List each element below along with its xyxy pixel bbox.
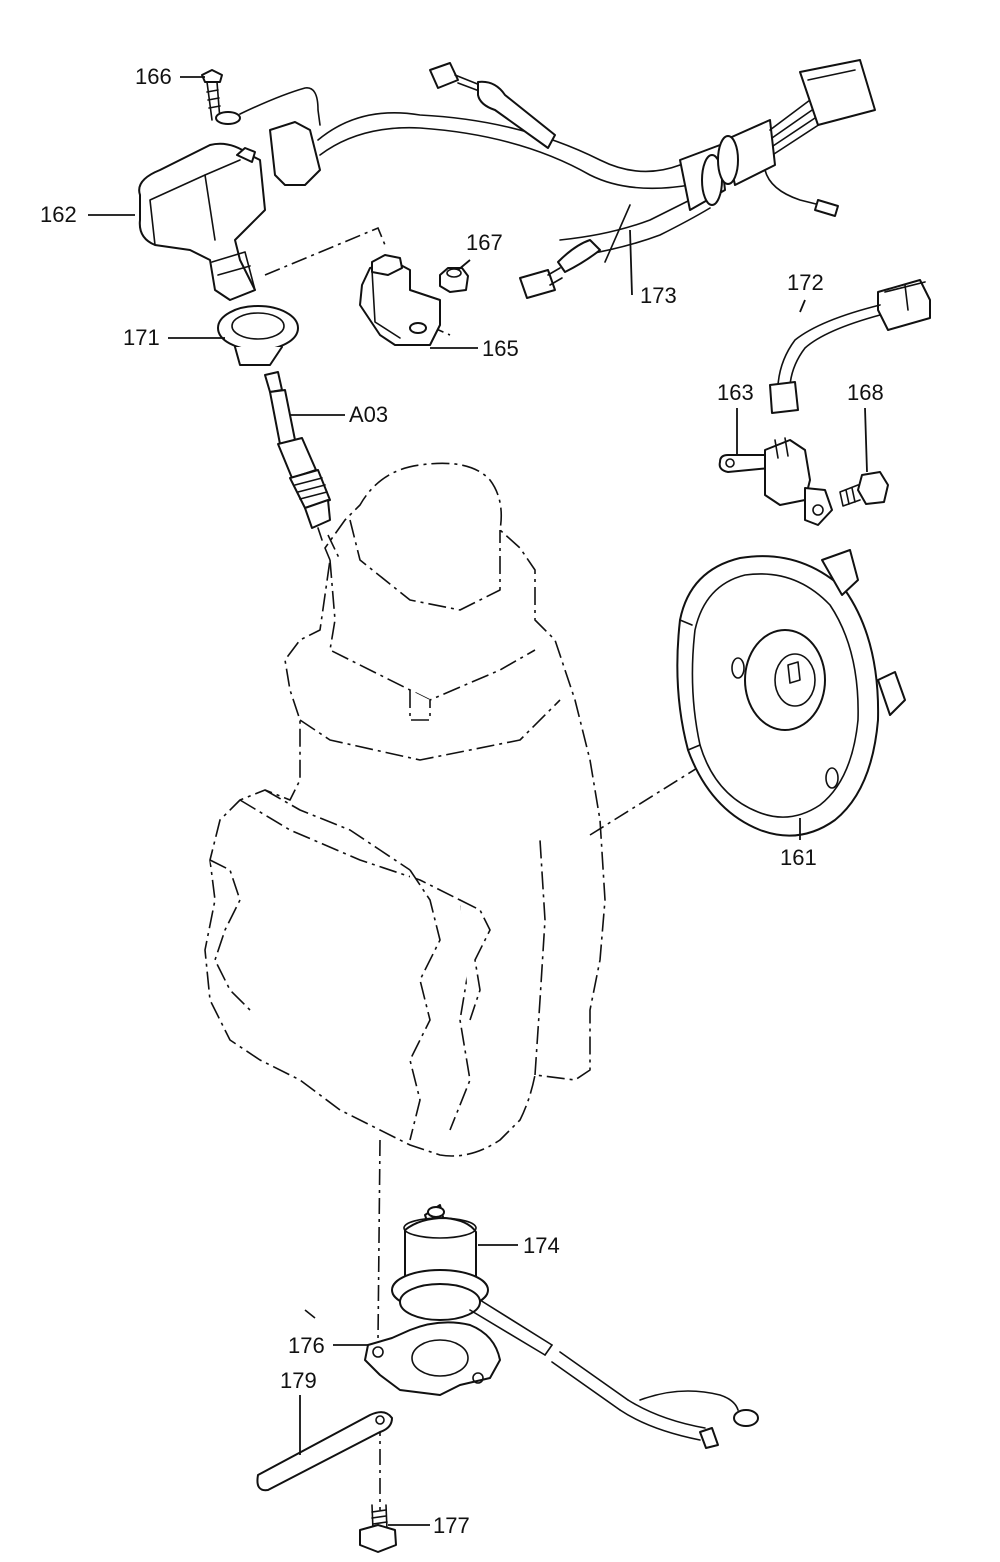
flywheel-161 (676, 549, 906, 837)
gasket-176 (364, 1321, 501, 1396)
nut-167 (439, 267, 469, 293)
sensor-163 (718, 437, 833, 526)
screw-168 (839, 471, 889, 507)
callout-173: 173 (640, 283, 677, 308)
callout-176: 176 (288, 1333, 325, 1358)
callout-163: 163 (717, 380, 754, 405)
callout-171: 171 (123, 325, 160, 350)
leader-lines (88, 76, 868, 1526)
thermo-switch-174 (391, 1204, 759, 1449)
engine-block-outline (204, 462, 606, 1157)
callout-166: 166 (135, 64, 172, 89)
wiring-harness-173 (269, 59, 876, 299)
spark-plug-A03 (264, 371, 331, 541)
ignition-coil-162 (138, 142, 266, 301)
callout-168: 168 (847, 380, 884, 405)
bolt-177 (359, 1504, 397, 1553)
callout-172: 172 (787, 270, 824, 295)
strip-179 (256, 1411, 393, 1492)
callout-161: 161 (780, 845, 817, 870)
callout-165: 165 (482, 336, 519, 361)
sub-harness-172 (769, 279, 931, 414)
callout-167: 167 (466, 230, 503, 255)
bolt-166 (201, 69, 321, 126)
callout-179: 179 (280, 1368, 317, 1393)
callout-174: 174 (523, 1233, 560, 1258)
callout-177: 177 (433, 1513, 470, 1538)
callout-labels: 166 162 171 A03 167 165 173 172 163 168 … (40, 64, 884, 1538)
grommet-171 (217, 305, 299, 366)
callout-A03: A03 (349, 402, 388, 427)
bracket-165 (359, 254, 441, 346)
callout-162: 162 (40, 202, 77, 227)
